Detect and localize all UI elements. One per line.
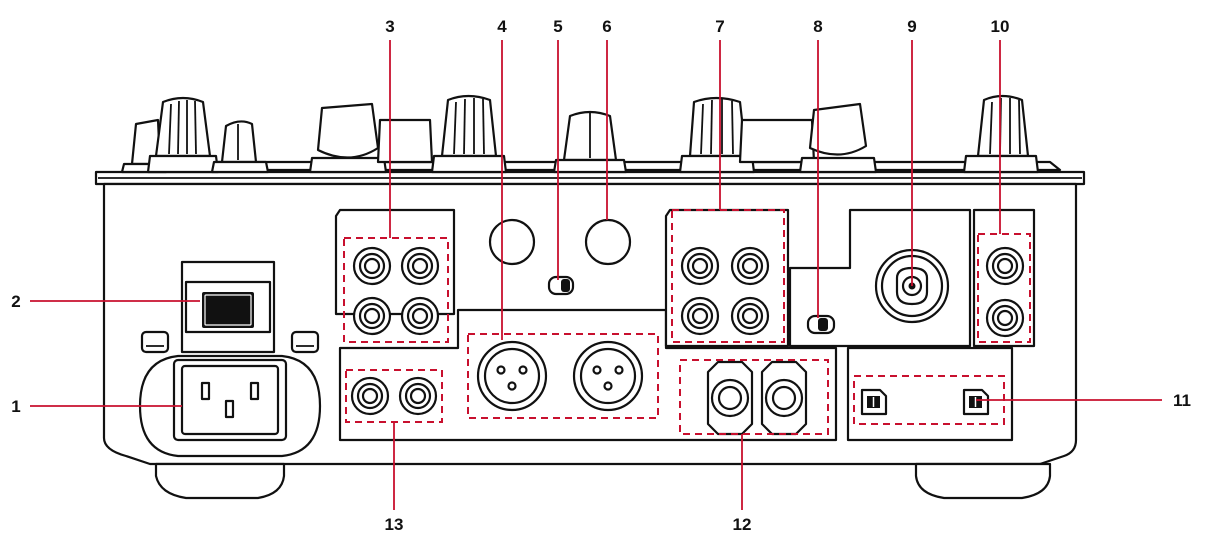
right-foot <box>914 462 1052 500</box>
highlight-3 <box>343 237 449 343</box>
callout-7: 7 <box>715 17 724 36</box>
callout-13: 13 <box>385 515 404 534</box>
rca-jack-icon <box>352 296 392 336</box>
xlr-jack-icon <box>572 340 644 412</box>
callout-1: 1 <box>11 397 20 416</box>
rca-jack-icon <box>350 376 390 416</box>
usb-panel <box>846 346 1014 442</box>
rca-jack-icon <box>730 296 770 336</box>
xlr-jack-icon <box>476 340 548 412</box>
knob-icon <box>210 120 270 174</box>
power-switch-icon <box>180 260 276 354</box>
callout-10: 10 <box>991 17 1010 36</box>
callout-labels: 1 2 3 4 5 6 7 8 9 10 11 12 13 <box>11 17 1191 534</box>
panel-knob-icon <box>584 218 632 266</box>
rca-jack-icon <box>400 296 440 336</box>
rca-jack-icon <box>398 376 438 416</box>
quarter-inch-jack-icon <box>706 360 754 436</box>
highlight-10 <box>977 233 1031 343</box>
panel-knob-icon <box>488 218 536 266</box>
knob-icon <box>308 102 388 174</box>
quarter-inch-jack-icon <box>760 360 808 436</box>
callout-9: 9 <box>907 17 916 36</box>
power-inlet-icon <box>138 354 322 458</box>
knob-icon <box>430 94 508 174</box>
screw-terminal-icon <box>290 330 320 354</box>
housing-block <box>738 118 816 164</box>
usb-b-port-icon <box>860 388 888 416</box>
callout-2: 2 <box>11 292 20 311</box>
knob-icon <box>798 102 878 174</box>
rca-jack-icon <box>730 246 770 286</box>
selector-switch-icon <box>806 314 836 335</box>
rca-jack-icon <box>985 246 1025 286</box>
rca-jack-icon <box>680 296 720 336</box>
rca-jack-icon <box>352 246 392 286</box>
callout-6: 6 <box>602 17 611 36</box>
highlight-12 <box>679 359 829 435</box>
usb-b-port-icon <box>962 388 990 416</box>
rca-jack-icon <box>985 298 1025 338</box>
callout-5: 5 <box>553 17 562 36</box>
knob-icon <box>146 96 220 174</box>
left-foot <box>154 462 286 500</box>
top-controls <box>94 94 1086 186</box>
callout-4: 4 <box>497 17 507 36</box>
knob-icon <box>962 94 1040 174</box>
rca-jack-icon <box>680 246 720 286</box>
leader-lines <box>30 40 1162 510</box>
housing-block <box>376 118 434 164</box>
rca-block-3-housing <box>334 208 456 316</box>
highlight-7 <box>671 209 785 343</box>
callout-3: 3 <box>385 17 394 36</box>
screw-terminal-icon <box>140 330 170 354</box>
selector-switch-icon <box>547 275 575 296</box>
callout-8: 8 <box>813 17 822 36</box>
knob-icon <box>552 110 628 174</box>
callout-12: 12 <box>733 515 752 534</box>
callout-11: 11 <box>1173 391 1191 410</box>
rca-jack-icon <box>400 246 440 286</box>
highlight-4 <box>467 333 659 419</box>
